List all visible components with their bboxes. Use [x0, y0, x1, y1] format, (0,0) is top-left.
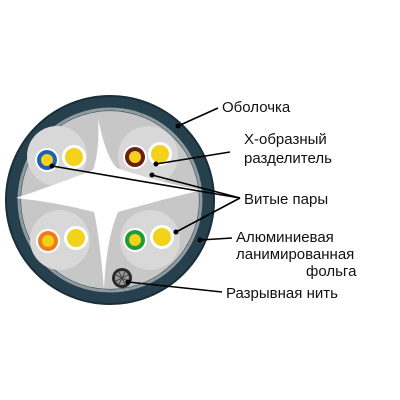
- pair-area-bottom-left: [30, 210, 90, 270]
- pointer-separator-dot: [153, 161, 159, 167]
- orange-mate-wire: [67, 229, 85, 247]
- pointer-pairs-dot-1: [49, 163, 55, 169]
- x-separator: [16, 118, 202, 290]
- brown-pair: [123, 142, 172, 169]
- pointer-foil-dot: [197, 237, 203, 243]
- label-foil-line1: Алюминиевая: [236, 229, 334, 246]
- green-pair: [123, 225, 174, 252]
- pointer-sheath-dot: [175, 123, 181, 129]
- label-sheath: Оболочка: [222, 99, 291, 116]
- rip-cord: [112, 268, 132, 288]
- pointer-pairs-bottom: [175, 197, 241, 233]
- blue-mate-wire: [65, 148, 83, 166]
- pointer-pairs-left: [51, 165, 241, 199]
- foil-ring: [17, 107, 203, 293]
- pair-area-top-right: [118, 126, 178, 186]
- pointer-pairs-right: [151, 174, 241, 199]
- label-foil-line3: фольга: [306, 263, 357, 280]
- green-wire-core: [129, 234, 141, 246]
- pointer-lines: [49, 107, 241, 293]
- brown-wire-core: [129, 151, 141, 163]
- brown-mate-wire: [151, 145, 169, 163]
- orange-pair: [36, 226, 88, 253]
- label-twisted-pairs: Витые пары: [244, 191, 328, 208]
- green-mate-wire: [153, 228, 171, 246]
- rip-cord-fibers: [115, 271, 129, 285]
- pointer-rip-cord: [127, 281, 223, 293]
- blue-wire-core: [41, 154, 53, 166]
- label-separator-line2: разделитель: [244, 150, 332, 167]
- pointer-pairs-dot-2: [149, 172, 155, 178]
- pair-area-bottom-right: [120, 210, 180, 270]
- pointer-foil: [199, 237, 233, 241]
- orange-wire-core: [42, 235, 54, 247]
- pointer-separator: [155, 151, 231, 165]
- label-rip-cord: Разрывная нить: [226, 285, 338, 302]
- label-foil-line2: ланимированная: [236, 246, 354, 263]
- label-separator-line1: X-образный: [244, 131, 327, 148]
- pointer-sheath: [177, 107, 219, 127]
- pointer-pairs-dot-3: [173, 229, 179, 235]
- pointer-rip-cord-dot: [125, 279, 131, 285]
